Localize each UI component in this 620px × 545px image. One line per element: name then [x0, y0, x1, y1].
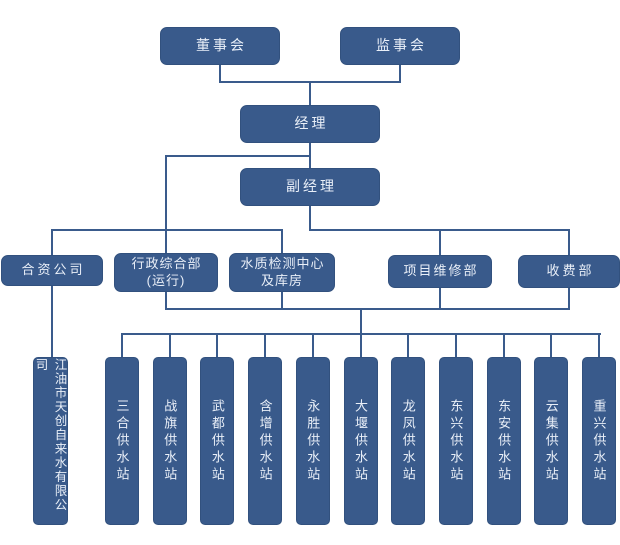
connector-line	[550, 333, 553, 357]
connector-line	[121, 333, 601, 335]
connector-line	[360, 308, 362, 357]
connector-line	[439, 229, 441, 255]
connector-line	[598, 333, 600, 357]
connector-line	[51, 229, 283, 231]
station-box-8: 东兴供水站	[438, 357, 473, 525]
connector-line	[168, 333, 171, 357]
org-node-fee-collection: 收费部	[518, 255, 620, 288]
station-box-2: 战旗供水站	[152, 357, 187, 525]
org-node-admin-operations: 行政综合部 (运行)	[114, 253, 218, 292]
connector-line	[309, 81, 311, 105]
connector-line	[165, 155, 167, 253]
connector-line	[264, 333, 267, 357]
org-node-board-of-directors: 董事会	[160, 27, 280, 65]
connector-line	[568, 229, 570, 255]
connector-line	[165, 308, 570, 310]
station-box-9: 东安供水站	[486, 357, 521, 525]
station-box-5: 永胜供水站	[295, 357, 330, 525]
org-node-manager: 经理	[240, 105, 380, 143]
connector-line	[309, 206, 311, 230]
connector-line	[454, 333, 457, 357]
connector-line	[165, 155, 311, 157]
connector-line	[568, 288, 570, 309]
connector-line	[399, 65, 401, 83]
org-node-water-quality-center: 水质检测中心 及库房	[229, 253, 335, 292]
station-box-7: 龙凤供水站	[391, 357, 426, 525]
connector-line	[51, 229, 53, 255]
org-node-project-maintenance: 项目维修部	[388, 255, 492, 288]
station-box-1: 三合供水站	[105, 357, 139, 525]
connector-line	[439, 288, 441, 309]
connector-line	[165, 292, 167, 309]
station-box-3: 武都供水站	[200, 357, 235, 525]
org-node-subsidiary-company: 江油市天创自来水有限公司	[33, 357, 68, 525]
org-node-joint-venture: 合资公司	[1, 255, 103, 286]
station-box-11: 重兴供水站	[582, 357, 616, 525]
org-node-deputy-manager: 副经理	[240, 168, 380, 206]
connector-line	[216, 333, 219, 357]
station-box-6: 大堰供水站	[343, 357, 378, 525]
connector-line	[281, 229, 283, 253]
connector-line	[311, 333, 314, 357]
station-box-4: 含增供水站	[248, 357, 283, 525]
connector-line	[219, 65, 221, 83]
station-box-10: 云集供水站	[534, 357, 569, 525]
connector-line	[502, 333, 505, 357]
connector-line	[121, 333, 123, 357]
connector-line	[51, 286, 53, 357]
connector-line	[407, 333, 410, 357]
org-node-supervisory-board: 监事会	[340, 27, 460, 65]
connector-line	[281, 292, 283, 309]
